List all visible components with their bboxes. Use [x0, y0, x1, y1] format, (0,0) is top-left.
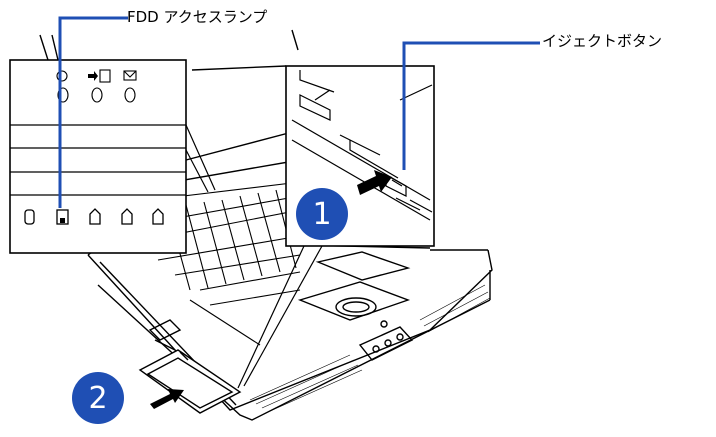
- step-2-badge: 2: [72, 372, 124, 424]
- floppy-disk: [138, 349, 242, 414]
- hdd-icon: [24, 209, 35, 225]
- touch-pad: [297, 251, 411, 328]
- battery-icon: [88, 71, 98, 81]
- fdd-lamp-label: FDD アクセスランプ: [127, 8, 268, 26]
- eject-button-label: イジェクトボタン: [542, 32, 663, 50]
- indicator-panel-inset: [9, 59, 187, 254]
- power-lamp: [57, 87, 69, 103]
- battery-lamp: [91, 87, 103, 103]
- caps-lock-icon: [89, 208, 101, 225]
- fdd-icon: [56, 209, 69, 225]
- keyboard: [119, 181, 301, 346]
- scroll-lock-icon: [152, 208, 164, 225]
- num-lock-icon: [121, 208, 133, 225]
- speaker-grill: [249, 284, 491, 413]
- eject-direction-arrow: [150, 389, 184, 409]
- fdd-slot: [148, 319, 182, 351]
- fdd-lamp-callout-line: [58, 16, 128, 208]
- step-1-badge: 1: [296, 188, 348, 240]
- front-buttons: [358, 326, 414, 361]
- mail-lamp: [124, 87, 136, 103]
- eject-button-callout-line: [402, 41, 540, 170]
- mail-icon: [123, 70, 137, 81]
- power-icon: [56, 70, 68, 82]
- push-arrow: [357, 170, 392, 195]
